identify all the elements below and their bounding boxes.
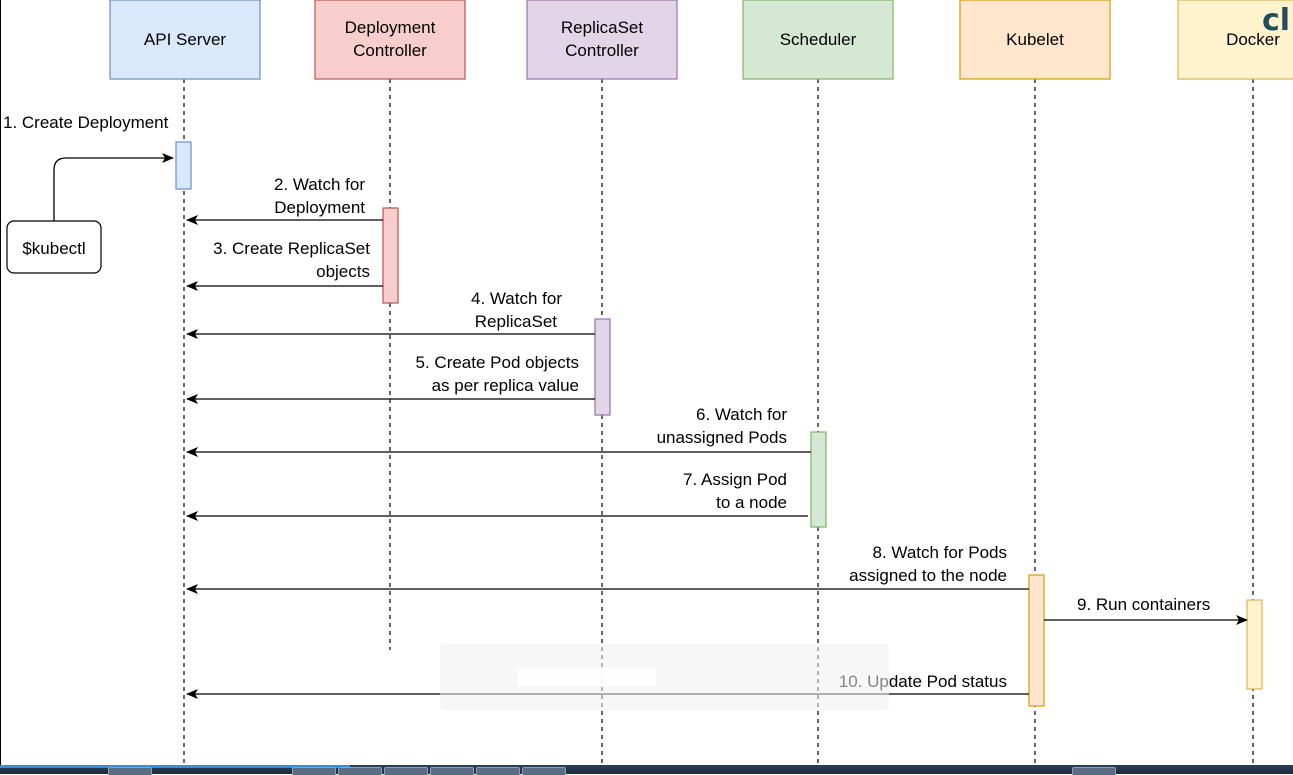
participant-docker: Docker [1177, 0, 1293, 80]
participant-box [109, 0, 261, 80]
taskbar-tray-button[interactable] [1072, 767, 1116, 775]
participant-label: Scheduler [780, 30, 857, 49]
taskbar-button[interactable] [108, 767, 152, 775]
message-label: 2. Watch for [274, 175, 365, 194]
message-label: unassigned Pods [657, 428, 787, 447]
participant-box [526, 0, 678, 80]
message-label: Deployment [274, 198, 365, 217]
kubectl-box: $kubectl [6, 220, 102, 274]
taskbar-button[interactable] [522, 767, 566, 775]
message-label: assigned to the node [849, 566, 1007, 585]
message-2: 2. Watch for Deployment [186, 175, 383, 225]
overlay-bar [518, 668, 656, 686]
participant-kubelet: Kubelet [959, 0, 1111, 80]
participant-box [742, 0, 894, 80]
message-label: 8. Watch for Pods [873, 543, 1007, 562]
participant-box [1177, 0, 1293, 80]
participant-label: Deployment [345, 18, 436, 37]
activation-kubelet [1028, 574, 1045, 707]
message-arrow [53, 153, 174, 221]
message-label: to a node [716, 493, 787, 512]
message-label: 1. Create Deployment [3, 113, 169, 132]
taskbar-button[interactable] [384, 767, 428, 775]
message-9: 9. Run containers [1044, 595, 1248, 625]
activation-api-server [175, 141, 192, 190]
participant-label: ReplicaSet [561, 18, 643, 37]
participant-api-server: API Server [109, 0, 261, 80]
message-5: 5. Create Pod objects as per replica val… [186, 353, 595, 404]
message-label: ReplicaSet [475, 312, 557, 331]
message-6: 6. Watch for unassigned Pods [186, 405, 811, 457]
message-label: 5. Create Pod objects [416, 353, 579, 372]
message-3: 3. Create ReplicaSet objects [186, 239, 383, 291]
message-1: 1. Create Deployment [3, 113, 174, 221]
taskbar-button[interactable] [292, 767, 336, 775]
message-label: as per replica value [432, 376, 579, 395]
taskbar [0, 765, 1293, 775]
activation-scheduler [810, 431, 827, 528]
activation-docker [1246, 599, 1263, 690]
message-7: 7. Assign Pod to a node [186, 470, 808, 521]
message-label: 7. Assign Pod [683, 470, 787, 489]
message-label: 4. Watch for [471, 289, 562, 308]
participant-scheduler: Scheduler [742, 0, 894, 80]
participant-box [314, 0, 466, 80]
participant-label: Docker [1226, 30, 1280, 49]
message-8: 8. Watch for Pods assigned to the node [186, 543, 1029, 594]
message-label: objects [316, 262, 370, 281]
participant-box [959, 0, 1111, 80]
message-4: 4. Watch for ReplicaSet [186, 289, 595, 339]
taskbar-progress-accent [0, 765, 350, 768]
activation-deployment-controller [382, 207, 399, 304]
activation-replicaset-controller [594, 318, 611, 416]
participant-label: API Server [144, 30, 227, 49]
taskbar-button[interactable] [430, 767, 474, 775]
taskbar-button[interactable] [338, 767, 382, 775]
message-label: 3. Create ReplicaSet [213, 239, 370, 258]
brand-logo-fragment: cl [1262, 3, 1290, 38]
participant-label: Controller [565, 41, 639, 60]
participant-label: Controller [353, 41, 427, 60]
participant-label: Kubelet [1006, 30, 1064, 49]
participant-replicaset-controller: ReplicaSet Controller [526, 0, 678, 80]
message-label: 9. Run containers [1077, 595, 1210, 614]
message-label: 6. Watch for [696, 405, 787, 424]
kubectl-label: $kubectl [22, 239, 85, 258]
participant-deployment-controller: Deployment Controller [314, 0, 466, 80]
player-controls-overlay [440, 644, 889, 710]
taskbar-button[interactable] [476, 767, 520, 775]
